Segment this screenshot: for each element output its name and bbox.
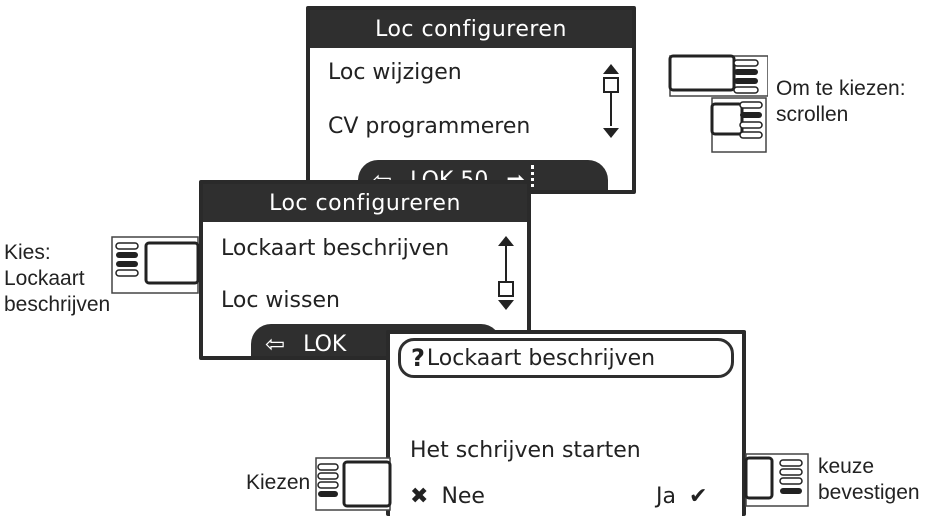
screen-dialog-lockaart: ? Lockaart beschrijven Het schrijven sta… [386, 330, 746, 516]
softkey-label: LOK [303, 331, 347, 357]
scroll-wheel-icon[interactable] [312, 456, 392, 516]
screen1-title: Loc configureren [310, 10, 632, 48]
left-arrow-icon: ⇦ [265, 330, 286, 358]
question-icon: ? [411, 344, 425, 372]
dotted-separator [530, 165, 534, 190]
callout-select: Kiezen [246, 471, 311, 494]
menu-item-loc-wijzigen[interactable]: Loc wijzigen [328, 60, 462, 85]
ja-button[interactable]: Ja ✔ [656, 484, 708, 509]
menu-item-loc-wissen[interactable]: Loc wissen [221, 288, 340, 313]
dialog-message: Het schrijven starten [410, 438, 641, 463]
dialog-title-text: Lockaart beschrijven [426, 345, 656, 371]
menu-item-lockaart-beschrijven[interactable]: Lockaart beschrijven [221, 236, 450, 261]
x-icon: ✖ [410, 484, 429, 509]
callout-confirm: keuze bevestigen [818, 455, 920, 504]
nee-button[interactable]: ✖ Nee [410, 484, 485, 509]
checkmark-icon: ✔ [688, 484, 708, 509]
scroll-indicator-icon [600, 62, 622, 142]
scroll-wheel-icon[interactable] [668, 54, 769, 158]
screen-loc-configureren-1: Loc configureren Loc wijzigen CV program… [306, 6, 636, 194]
scroll-indicator-icon [495, 234, 517, 314]
screen2-title: Loc configureren [203, 184, 527, 222]
callout-choose: Kies: Lockaart beschrijven [4, 241, 111, 316]
screen-loc-configureren-2: Loc configureren Lockaart beschrijven Lo… [199, 180, 531, 360]
dialog-title: ? Lockaart beschrijven [398, 338, 734, 378]
menu-item-cv-programmeren[interactable]: CV programmeren [328, 114, 531, 139]
scroll-wheel-icon[interactable] [744, 452, 814, 512]
scroll-wheel-icon[interactable] [108, 235, 200, 299]
callout-scroll: Om te kiezen: scrollen [776, 77, 906, 126]
